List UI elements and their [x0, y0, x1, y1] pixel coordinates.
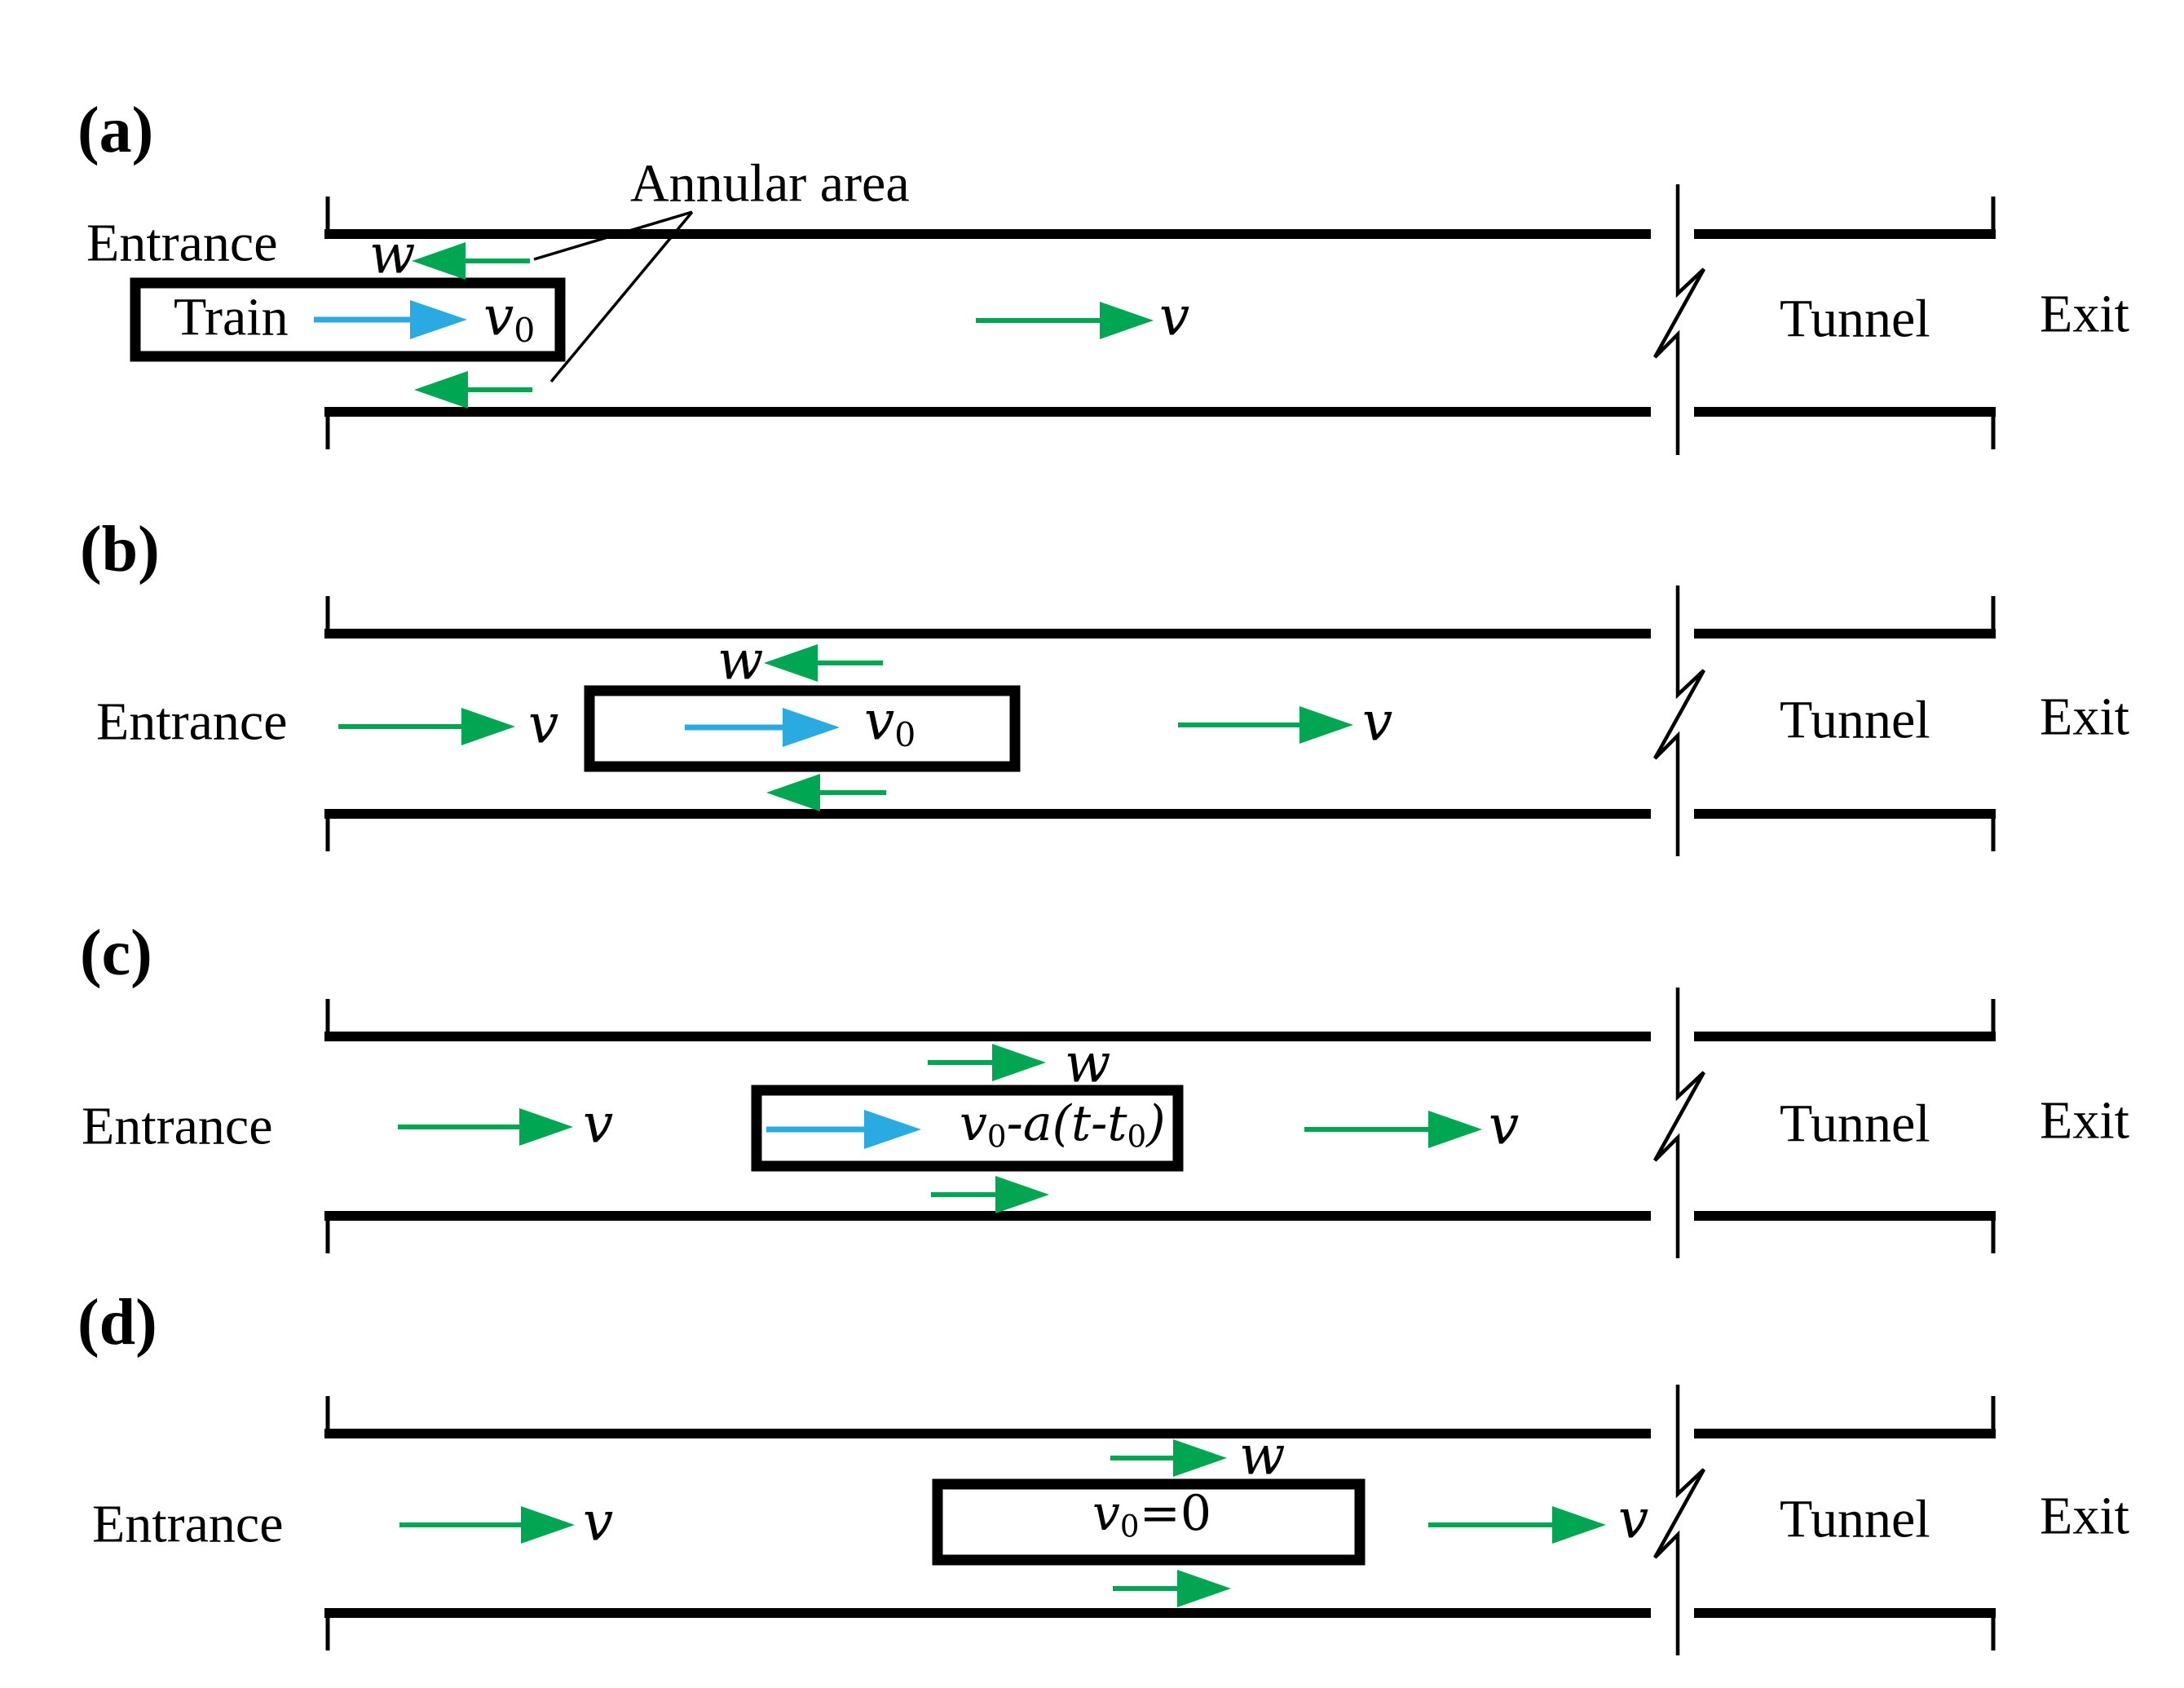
airflow-v-left-label-c: v — [583, 1092, 614, 1156]
train-speed-arrow-b — [685, 708, 840, 747]
train-speed-label-c: v0-a(t-t0) — [960, 1095, 1166, 1155]
annular-flow-arrow-top-c — [928, 1044, 1046, 1081]
exit-label-b: Exit — [2040, 687, 2129, 747]
annular-w-label-a: w — [369, 223, 416, 286]
train-label-a: Train — [174, 287, 289, 347]
airflow-v-right-label-c: v — [1489, 1094, 1520, 1157]
airflow-arrow-right-d — [1428, 1506, 1606, 1544]
train-speed-label-d: v0=0 — [1092, 1485, 1212, 1544]
tunnel-wall-ticks-a — [325, 197, 1996, 449]
entrance-label-b: Entrance — [96, 692, 288, 752]
entrance-airflow-arrow-c — [398, 1108, 573, 1146]
annular-flow-arrow-bottom-a — [414, 371, 532, 409]
tunnel-break-icon-b — [1653, 585, 1705, 856]
exit-label-d: Exit — [2040, 1486, 2129, 1546]
train-speed-label-a: v0 — [483, 285, 536, 351]
tunnel-break-icon-a — [1653, 184, 1705, 455]
panel-c-label: (c) — [80, 917, 152, 989]
annular-leader-lines — [533, 210, 694, 383]
train-box-c — [751, 1085, 1184, 1172]
entrance-airflow-arrow-d — [399, 1506, 575, 1544]
exit-label-c: Exit — [2040, 1090, 2129, 1151]
tunnel-wall-ticks-c — [325, 999, 1996, 1253]
tunnel-break-icon-c — [1653, 988, 1705, 1258]
entrance-label-d: Entrance — [92, 1494, 284, 1554]
tunnel-wall-ticks-b — [325, 596, 1996, 851]
tunnel-break-icon-d — [1653, 1385, 1705, 1655]
panel-c-graphics — [324, 988, 1996, 1258]
tunnel-label-a: Tunnel — [1780, 289, 1930, 349]
panel-b-graphics — [324, 585, 1996, 856]
airflow-v-left-label-b: v — [528, 692, 559, 756]
train-box-d — [932, 1478, 1366, 1566]
train-speed-arrow-a — [314, 300, 467, 339]
tunnel-label-c: Tunnel — [1780, 1094, 1930, 1154]
annular-flow-arrow-top-d — [1110, 1439, 1227, 1477]
airflow-v-left-label-d: v — [583, 1490, 614, 1553]
panel-d-graphics — [324, 1385, 1996, 1655]
panel-a-graphics — [130, 184, 1996, 455]
airflow-v-right-label-b: v — [1362, 690, 1393, 753]
exit-label-a: Exit — [2040, 284, 2129, 344]
annular-flow-arrow-bottom-c — [931, 1176, 1049, 1213]
panel-b-label: (b) — [80, 513, 160, 585]
annular-flow-arrow-top-b — [764, 644, 883, 682]
panel-d-label: (d) — [77, 1286, 157, 1359]
tunnel-label-d: Tunnel — [1780, 1489, 1930, 1549]
train-box-b — [584, 685, 1021, 772]
tunnel-label-b: Tunnel — [1780, 690, 1930, 750]
entrance-label-a: Entrance — [86, 213, 278, 273]
airflow-arrow-right-c — [1304, 1111, 1482, 1148]
train-speed-arrow-c — [766, 1110, 921, 1149]
annular-w-label-d: w — [1239, 1424, 1286, 1487]
annular-w-label-c: w — [1065, 1032, 1111, 1095]
tunnel-wall-ticks-d — [325, 1396, 1996, 1650]
airflow-v-label-a: v — [1159, 285, 1190, 348]
airflow-v-right-label-d: v — [1618, 1487, 1649, 1551]
train-speed-label-b: v0 — [864, 689, 916, 755]
annular-area-label: Annular area — [630, 153, 910, 214]
entrance-label-c: Entrance — [82, 1096, 273, 1156]
panel-a-label: (a) — [77, 94, 154, 166]
airflow-arrow-right-b — [1178, 706, 1353, 744]
annular-w-label-b: w — [717, 629, 764, 692]
entrance-airflow-arrow-b — [338, 708, 515, 745]
annular-flow-arrow-bottom-d — [1113, 1570, 1231, 1607]
airflow-arrow-mid-a — [976, 302, 1154, 339]
annular-flow-arrow-top-a — [412, 242, 530, 280]
annular-flow-arrow-bottom-b — [766, 774, 886, 811]
train-box-a — [130, 277, 566, 362]
